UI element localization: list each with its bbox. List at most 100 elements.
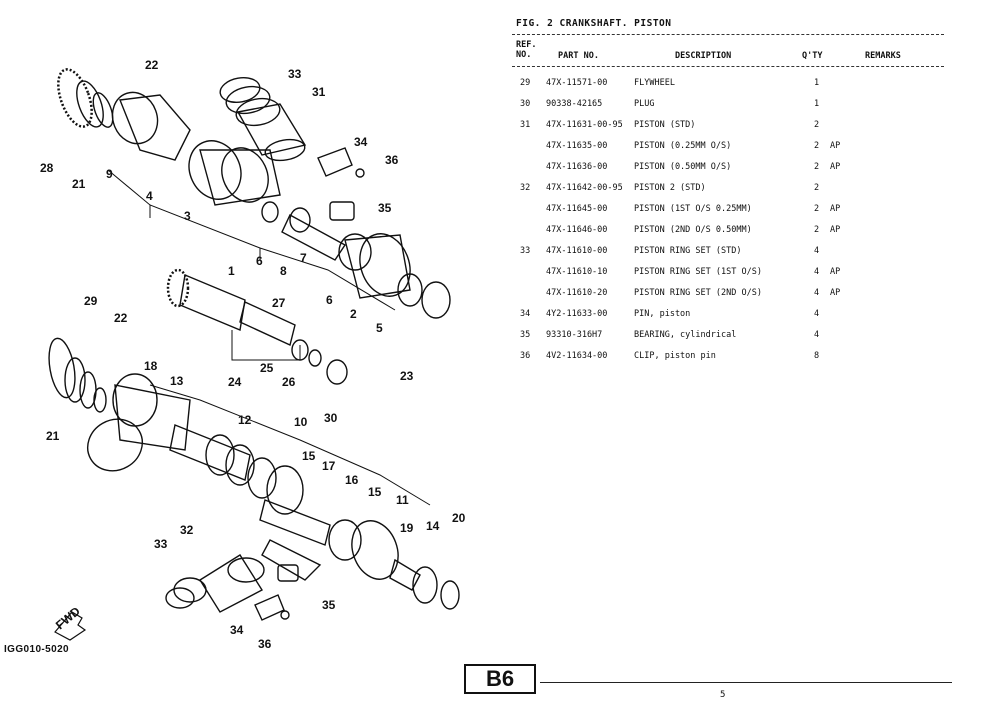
- callout: 18: [144, 359, 158, 373]
- callout: 5: [376, 321, 383, 335]
- callout: 6: [326, 293, 333, 307]
- cell-description: PISTON RING SET (1ST O/S): [634, 267, 762, 277]
- cell-ref: 35: [520, 330, 531, 340]
- cell-part-no: 47X-11636-00: [546, 162, 608, 172]
- cell-part-no: 4V2-11634-00: [546, 351, 608, 361]
- header-part-no: PART NO.: [558, 51, 599, 61]
- cell-description: BEARING, cylindrical: [634, 330, 737, 340]
- cell-qty: 4: [814, 330, 820, 340]
- header-description: DESCRIPTION: [675, 51, 732, 61]
- callout: 26: [282, 375, 296, 389]
- callout: 31: [312, 85, 326, 99]
- table-row: 35 93310-316H7 BEARING, cylindrical 4: [512, 330, 942, 346]
- callout: 25: [260, 361, 274, 375]
- callout: 16: [345, 473, 359, 487]
- callout: 30: [324, 411, 338, 425]
- cell-part-no: 47X-11571-00: [546, 78, 608, 88]
- table-header-rule: [512, 66, 944, 67]
- cell-ref: 33: [520, 246, 531, 256]
- cell-remarks: AP: [830, 141, 841, 151]
- header-qty: Q'TY: [802, 51, 823, 61]
- fwd-label: FWD: [53, 604, 83, 633]
- cell-ref: 36: [520, 351, 531, 361]
- cell-qty: 4: [814, 246, 820, 256]
- cell-part-no: 47X-11635-00: [546, 141, 608, 151]
- cell-description: PISTON (1ST O/S 0.25MM): [634, 204, 752, 214]
- callout: 23: [400, 369, 414, 383]
- cell-ref: 29: [520, 78, 531, 88]
- table-row: 33 47X-11610-00 PISTON RING SET (STD) 4: [512, 246, 942, 262]
- callout: 2: [350, 307, 357, 321]
- cell-part-no: 47X-11642-00-95: [546, 183, 623, 193]
- callout: 9: [106, 167, 113, 181]
- table-row: 30 90338-42165 PLUG 1: [512, 99, 942, 115]
- callout: 3: [184, 209, 191, 223]
- flywheel-upper-drawing: [57, 68, 114, 128]
- piston-32-drawing: [165, 554, 265, 613]
- cell-ref: 32: [520, 183, 531, 193]
- section-badge: B6: [464, 664, 536, 694]
- cell-part-no: 47X-11645-00: [546, 204, 608, 214]
- cell-part-no: 93310-316H7: [546, 330, 603, 340]
- cell-remarks: AP: [830, 288, 841, 298]
- cell-qty: 4: [814, 309, 820, 319]
- table-row: 47X-11645-00 PISTON (1ST O/S 0.25MM) 2 A…: [512, 204, 942, 220]
- cell-part-no: 47X-11610-00: [546, 246, 608, 256]
- cell-remarks: AP: [830, 225, 841, 235]
- header-ref: REF. NO.: [516, 40, 537, 60]
- callout: 27: [272, 296, 286, 310]
- piston-pin-upper-drawing: [317, 147, 353, 177]
- crankshaft-lower-drawing: [87, 373, 460, 610]
- cell-qty: 2: [814, 204, 820, 214]
- table-row: 47X-11636-00 PISTON (0.50MM O/S) 2 AP: [512, 162, 942, 178]
- cell-description: PISTON (0.25MM O/S): [634, 141, 732, 151]
- cell-qty: 4: [814, 267, 820, 277]
- callout: 8: [280, 264, 287, 278]
- callout: 35: [322, 598, 336, 612]
- figure-code: IGG010-5020: [4, 644, 69, 655]
- cell-description: PISTON 2 (STD): [634, 183, 706, 193]
- callout: 15: [368, 485, 382, 499]
- cell-part-no: 90338-42165: [546, 99, 603, 109]
- seal-20-drawing: [440, 580, 460, 610]
- callout: 13: [170, 374, 184, 388]
- cell-ref: 30: [520, 99, 531, 109]
- fwd-arrow-icon: [54, 611, 87, 641]
- callout: 36: [385, 153, 399, 167]
- crankshaft-upper-drawing: [111, 91, 281, 223]
- cell-ref: 34: [520, 309, 531, 319]
- cell-description: PIN, piston: [634, 309, 691, 319]
- cell-description: PLUG: [634, 99, 655, 109]
- table-row: 47X-11635-00 PISTON (0.25MM O/S) 2 AP: [512, 141, 942, 157]
- callout: 7: [300, 251, 307, 265]
- flywheel-lower-drawing: [48, 337, 107, 413]
- cell-part-no: 47X-11610-20: [546, 288, 608, 298]
- cell-description: CLIP, piston pin: [634, 351, 716, 361]
- callout: 29: [84, 294, 98, 308]
- cell-description: PISTON (0.50MM O/S): [634, 162, 732, 172]
- callout: 4: [146, 189, 153, 203]
- table-row: 34 4Y2-11633-00 PIN, piston 4: [512, 309, 942, 325]
- callout: 19: [400, 521, 414, 535]
- table-row: 31 47X-11631-00-95 PISTON (STD) 2: [512, 120, 942, 136]
- cell-qty: 1: [814, 99, 820, 109]
- piston-31-drawing: [219, 76, 307, 162]
- callout: 33: [154, 537, 168, 551]
- cell-qty: 2: [814, 141, 820, 151]
- callout: 11: [396, 493, 409, 507]
- header-remarks: REMARKS: [865, 51, 901, 61]
- callout: 21: [46, 429, 60, 443]
- cell-part-no: 4Y2-11633-00: [546, 309, 608, 319]
- callout: 14: [426, 519, 440, 533]
- callout: 17: [322, 459, 336, 473]
- plug-23-drawing: [421, 281, 451, 319]
- cell-part-no: 47X-11646-00: [546, 225, 608, 235]
- callout: 1: [228, 264, 235, 278]
- figure-title: FIG. 2 CRANKSHAFT. PISTON: [516, 18, 672, 29]
- cell-description: PISTON (2ND O/S 0.50MM): [634, 225, 752, 235]
- callout: 34: [354, 135, 368, 149]
- callout: 22: [114, 311, 128, 325]
- footer-rule: [540, 682, 952, 683]
- cell-qty: 2: [814, 183, 820, 193]
- cell-description: PISTON RING SET (2ND O/S): [634, 288, 762, 298]
